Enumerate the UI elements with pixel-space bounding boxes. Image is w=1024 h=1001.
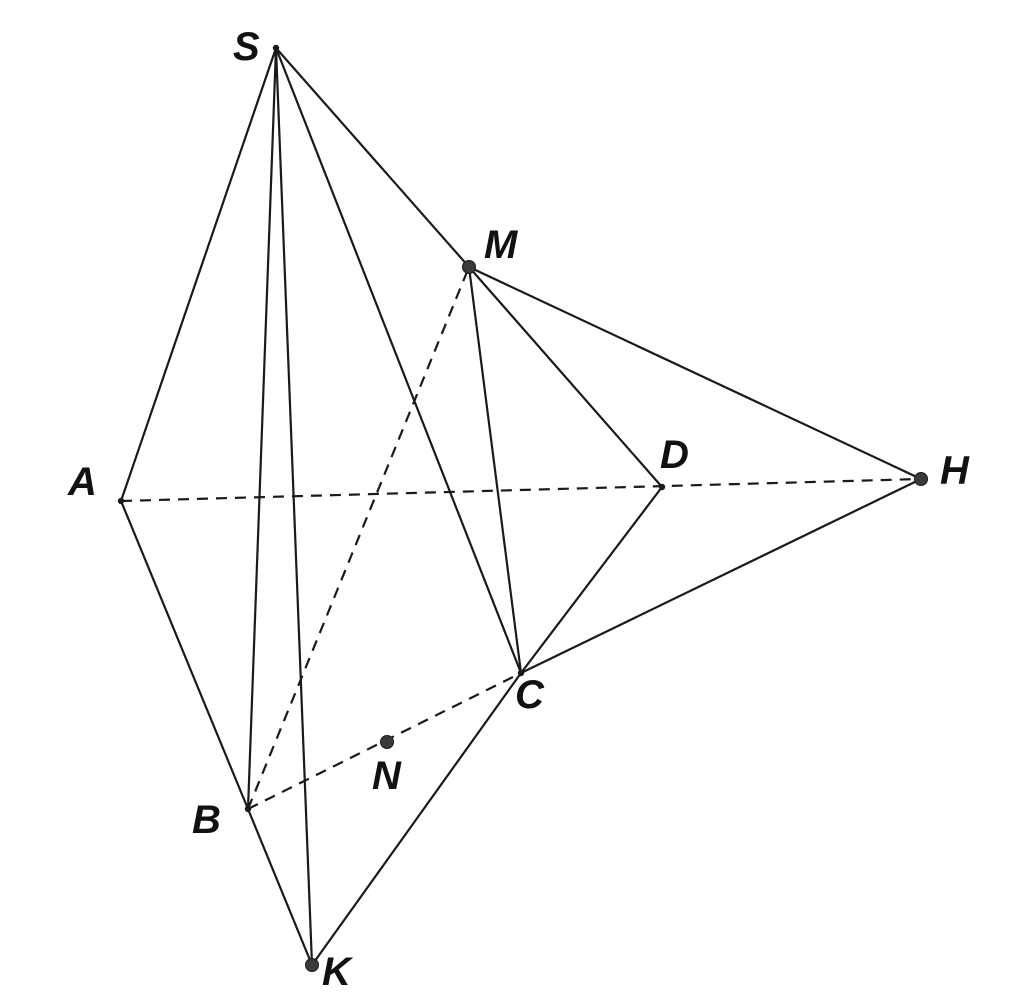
segment-mc (467, 265, 523, 675)
segment-mh (467, 265, 923, 481)
segment-sc (274, 46, 523, 675)
point-d (658, 483, 666, 491)
point-label-n: N (372, 754, 402, 798)
segment-kc (310, 671, 523, 967)
point-label-m: M (484, 223, 519, 267)
segment-ab (119, 499, 250, 811)
labels-layer: S M A D H C N B K (67, 25, 970, 994)
segment-sa (119, 46, 278, 503)
segment-bk (246, 807, 314, 967)
point-k (305, 958, 319, 972)
segment-sk (274, 46, 314, 967)
segment-md (467, 265, 664, 489)
segment-sm (274, 46, 471, 269)
point-label-s: S (233, 25, 260, 69)
points-layer (117, 44, 928, 972)
point-label-h: H (940, 449, 970, 493)
segment-cd (519, 485, 664, 675)
point-label-a: A (67, 460, 97, 504)
point-label-b: B (192, 798, 221, 842)
point-m (462, 260, 476, 274)
point-label-d: D (660, 433, 689, 477)
segments-layer (119, 46, 923, 967)
point-n (380, 735, 394, 749)
segment-ah (120, 477, 922, 503)
segment-sb (246, 46, 278, 811)
point-a (117, 497, 125, 505)
segment-ch (519, 477, 923, 675)
point-label-k: K (322, 950, 354, 994)
point-b (244, 805, 252, 813)
point-label-c: C (515, 673, 545, 717)
point-c (517, 669, 525, 677)
point-h (914, 472, 928, 486)
point-s (272, 44, 280, 52)
segment-bm (246, 266, 471, 810)
